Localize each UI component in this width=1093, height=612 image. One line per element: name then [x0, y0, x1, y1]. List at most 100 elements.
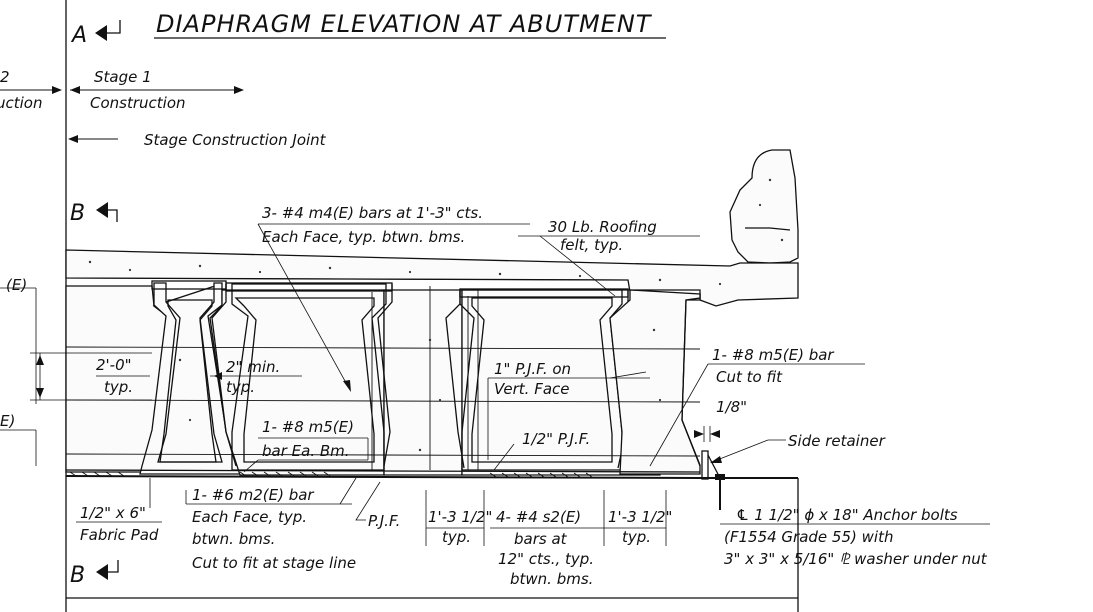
stage-1-label-line2: Construction — [90, 94, 186, 112]
drawing-title: DIAPHRAGM ELEVATION AT ABUTMENT — [156, 10, 653, 38]
m4-callout-line1: 3- #4 m4(E) bars at 1'-3" cts. — [262, 204, 483, 222]
m4-bars — [65, 346, 701, 457]
m5-mid-line1: 1- #8 m5(E) — [262, 418, 354, 436]
stage-1-label-line1: Stage 1 — [94, 68, 152, 86]
dim-right-line2: typ. — [622, 528, 651, 546]
m5-right-line2: Cut to fit — [716, 368, 783, 386]
callout-half-pjf: 1/2" P.J.F. — [493, 430, 590, 471]
joint-arrow-icon — [68, 135, 78, 143]
girder-top-flanges — [151, 280, 629, 298]
dim-right-line1: 1'-3 1/2" — [608, 508, 672, 526]
min2-arrow-icon — [214, 372, 222, 380]
vertical-bars — [371, 286, 479, 470]
dim-left-line2: typ. — [442, 528, 471, 546]
side-retainer-plate — [701, 450, 709, 480]
anchor-line1: ℄ 1 1/2" ϕ x 18" Anchor bolts — [736, 506, 958, 524]
stage-1-arrow-icon — [70, 86, 80, 94]
callout-left-e: (E) E) — [0, 276, 37, 466]
callout-m4-bars: 3- #4 m4(E) bars at 1'-3" cts. Each Face… — [257, 204, 530, 392]
half-pjf-label: 1/2" P.J.F. — [522, 430, 590, 448]
callout-roofing-felt: 30 Lb. Roofing felt, typ. — [518, 218, 700, 297]
anchor-nut-icon — [715, 474, 725, 480]
stage-2-label: 2 uction — [0, 68, 62, 112]
section-b-bottom-label: B — [70, 563, 85, 588]
callout-side-retainer: Side retainer — [710, 432, 886, 463]
m4-callout-line2: Each Face, typ. btwn. bms. — [262, 228, 465, 246]
callout-m5-right: 1- #8 m5(E) bar Cut to fit — [649, 346, 865, 467]
girder-voids — [159, 297, 613, 463]
section-b-bottom-arrow-tail — [108, 560, 119, 573]
section-b-top-arrow-tail — [108, 209, 118, 222]
eighth-arrow-right-icon — [710, 430, 720, 438]
eighth-inch-label: 1/8" — [716, 398, 747, 416]
callout-anchor-bolts: ℄ 1 1/2" ϕ x 18" Anchor bolts (F1554 Gra… — [720, 506, 990, 568]
barrier-parapet — [729, 149, 799, 264]
s2-line4: btwn. bms. — [510, 570, 593, 588]
callout-s2-bars: 4- #4 s2(E) bars at 12" cts., typ. btwn.… — [490, 508, 604, 588]
callout-pjf: P.J.F. — [355, 481, 400, 530]
min2-line1: 2" min. — [226, 358, 280, 376]
section-b-bottom-marker: B — [70, 560, 119, 588]
diaphragm-bay-2 — [383, 289, 463, 476]
dim-2ft-line2: typ. — [104, 378, 133, 396]
pjf-label: P.J.F. — [368, 512, 400, 530]
pjf-vert-line2: Vert. Face — [494, 380, 570, 398]
m5-right-line1: 1- #8 m5(E) bar — [712, 346, 834, 364]
callout-dim-right: 1'-3 1/2" typ. — [603, 490, 672, 546]
pjf-vert-line1: 1" P.J.F. on — [494, 360, 571, 378]
dim-arrow-down-icon — [36, 388, 44, 398]
callout-pjf-vert-face: 1" P.J.F. on Vert. Face — [487, 360, 650, 460]
m2-line4: Cut to fit at stage line — [192, 554, 356, 572]
stage-2-label-line1: 2 — [0, 68, 10, 86]
section-b-top-arrow-icon — [96, 202, 108, 218]
section-b-bottom-arrow-icon — [96, 564, 108, 580]
s2-line2: bars at — [514, 530, 568, 548]
anchor-line3: 3" x 3" x 5/16" ⅊ washer under nut — [724, 550, 988, 568]
stage-1-label: Stage 1 Construction — [70, 68, 244, 112]
left-e-bottom-label: E) — [0, 412, 15, 430]
s2-line1: 4- #4 s2(E) — [496, 508, 581, 526]
eighth-arrow-left-icon — [694, 430, 704, 438]
min2-line2: typ. — [226, 378, 255, 396]
stage-2-label-line2: uction — [0, 94, 43, 112]
side-retainer-label: Side retainer — [788, 432, 886, 450]
callout-dim-left: 1'-3 1/2" typ. — [425, 490, 492, 546]
m2-line3: btwn. bms. — [192, 530, 275, 548]
fabric-pad-line1: 1/2" x 6" — [80, 504, 146, 522]
callout-eighth-inch: 1/8" — [694, 398, 747, 442]
stage-2-arrow-icon — [52, 86, 62, 94]
concrete-stipple — [88, 178, 784, 452]
deck-slab — [65, 249, 799, 307]
stage-1-arrow-icon-right — [234, 86, 244, 94]
dim-arrow-up-icon — [36, 355, 44, 365]
dim-2ft-line1: 2'-0" — [96, 356, 132, 374]
m2-line2: Each Face, typ. — [192, 508, 307, 526]
callout-m2-bar: 1- #6 m2(E) bar Each Face, typ. btwn. bm… — [185, 477, 357, 572]
section-a-arrow-icon — [95, 25, 107, 41]
fabric-pad-line2: Fabric Pad — [80, 526, 159, 544]
bearing-seat — [65, 450, 799, 612]
s2-line3: 12" cts., typ. — [498, 550, 594, 568]
side-retainer-arrow-icon — [710, 456, 722, 463]
section-a-marker: A — [70, 20, 121, 48]
roofing-callout-line2: felt, typ. — [560, 236, 623, 254]
section-a-arrow-tail — [107, 20, 121, 34]
m2-line1: 1- #6 m2(E) bar — [192, 486, 314, 504]
m5-mid-line2: bar Ea. Bm. — [262, 442, 350, 460]
left-e-top-label: (E) — [6, 276, 27, 294]
stage-construction-joint-callout: Stage Construction Joint — [68, 131, 327, 149]
girder-4 — [609, 289, 701, 475]
callout-m5-mid: 1- #8 m5(E) bar Ea. Bm. — [243, 418, 369, 473]
stage-joint-label: Stage Construction Joint — [144, 131, 327, 149]
m4-leader-arrow-icon — [343, 380, 351, 392]
dim-left-line1: 1'-3 1/2" — [428, 508, 492, 526]
roofing-callout-line1: 30 Lb. Roofing — [548, 218, 657, 236]
section-a-label: A — [70, 23, 87, 48]
section-b-top-marker: B — [70, 201, 118, 226]
callout-2in-min: 2" min. typ. — [210, 358, 302, 396]
section-b-top-label: B — [70, 201, 85, 226]
anchor-line2: (F1554 Grade 55) with — [724, 528, 893, 546]
callout-2ft-typ: 2'-0" typ. — [30, 352, 152, 401]
callout-fabric-pad: 1/2" x 6" Fabric Pad — [76, 478, 162, 544]
